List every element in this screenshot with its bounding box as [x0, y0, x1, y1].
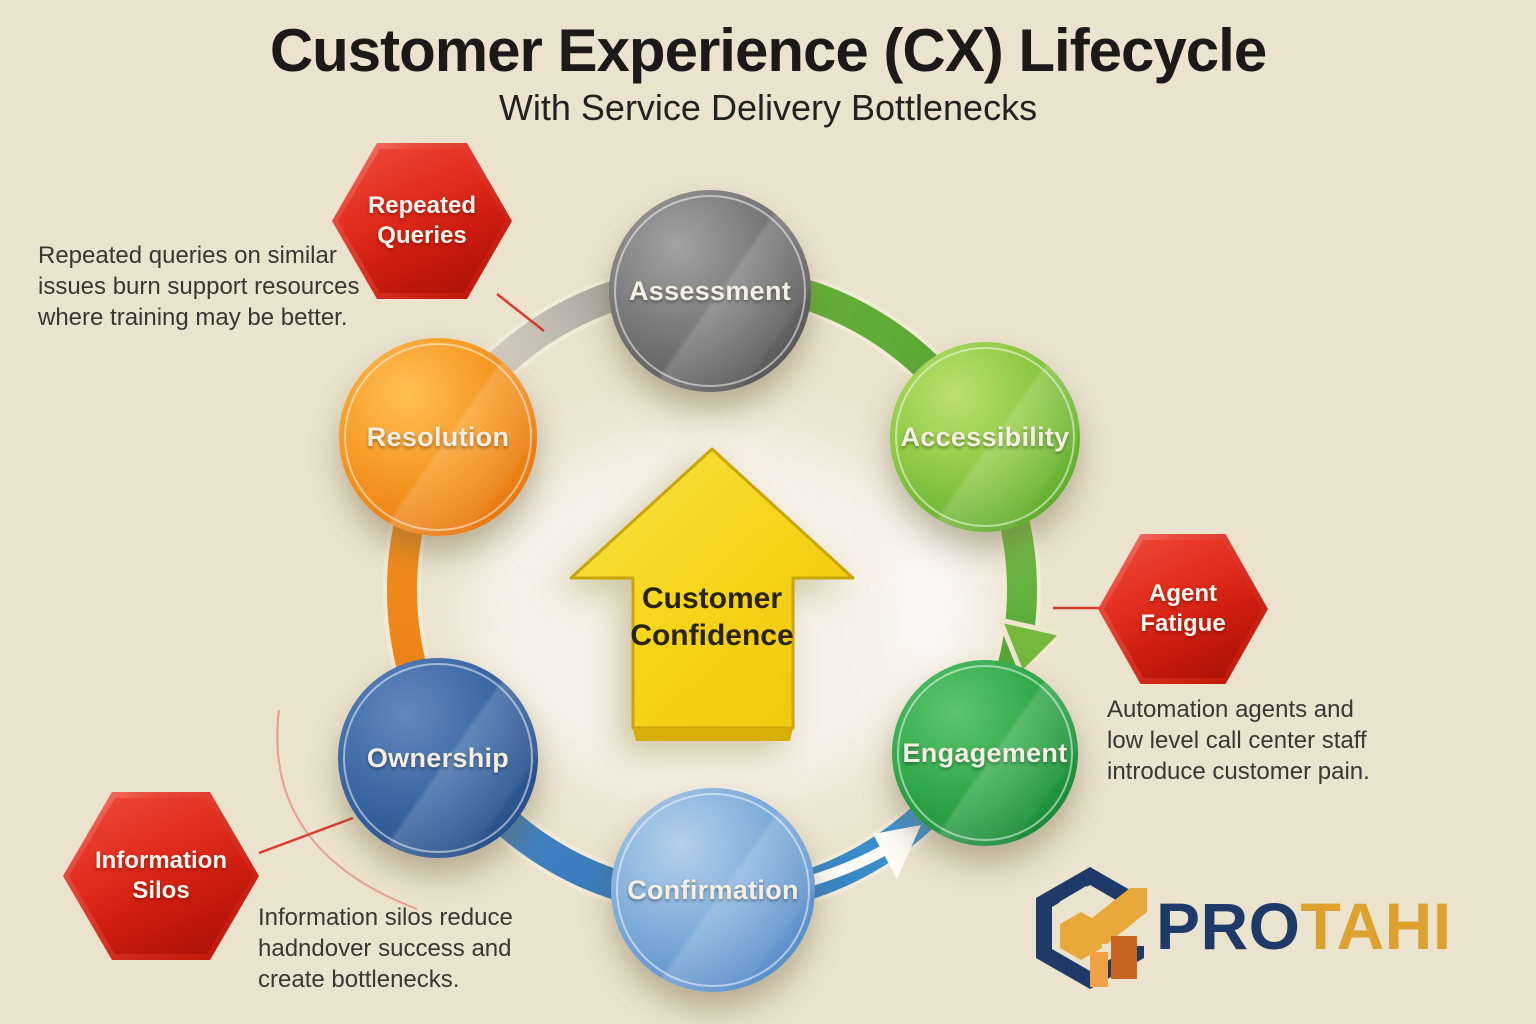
annotation-line: issues burn support resources [38, 273, 360, 300]
annotation-line: low level call center staff [1107, 727, 1367, 754]
annotation-line: introduce customer pain. [1107, 758, 1370, 785]
side-glow [895, 475, 995, 705]
hexagon-label-line: Repeated [367, 192, 477, 219]
hexagon-label-line: Fatigue [1140, 610, 1226, 637]
stage-label: Assessment [628, 275, 792, 306]
stage-engagement: Engagement [892, 660, 1078, 846]
hexagon-label-line: Silos [132, 877, 190, 904]
center-label-line: Confidence [630, 619, 794, 652]
annotation-line: hadndover success and [258, 935, 512, 962]
logo-gold-hexagon [1060, 912, 1102, 960]
logo-orange-square [1111, 936, 1137, 979]
stage-confirmation: Confirmation [611, 788, 815, 992]
annotation-information-silos: Information silos reduce hadndover succe… [258, 902, 558, 995]
hexagon-label: Information Silos [95, 846, 227, 906]
hexagon-label-line: Agent [1149, 580, 1217, 607]
annotation-repeated-queries: Repeated queries on similar issues burn … [38, 240, 398, 333]
connector-information-silos [258, 816, 354, 855]
annotation-line: where training may be better. [38, 304, 348, 331]
stage-label: Ownership [366, 742, 510, 773]
header: Customer Experience (CX) Lifecycle With … [0, 16, 1536, 129]
stage-label: Resolution [366, 421, 510, 452]
stage-label: Engagement [902, 737, 1068, 768]
logo-light-orange-rect [1090, 952, 1108, 987]
annotation-line: create bottlenecks. [258, 966, 460, 993]
stage-assessment: Assessment [609, 190, 811, 392]
stage-label: Accessibility [900, 421, 1070, 452]
annotation-line: Automation agents and [1107, 696, 1354, 723]
annotation-agent-fatigue: Automation agents and low level call cen… [1107, 694, 1427, 787]
stage-accessibility: Accessibility [890, 342, 1080, 532]
connector-arc [276, 709, 418, 910]
logo-edge-line [1059, 885, 1088, 905]
green-flow-arrow [997, 617, 1065, 677]
hexagon-label: Repeated Queries [368, 191, 476, 251]
protahi-logo-icon [1036, 867, 1149, 989]
hexagon-label: Agent Fatigue [1140, 579, 1225, 639]
stage-resolution: Resolution [339, 338, 537, 536]
wordmark-tahi: TAHI [1300, 889, 1452, 963]
hexagon-label-line: Queries [377, 222, 467, 249]
page-title: Customer Experience (CX) Lifecycle [269, 17, 1267, 84]
hexagon-label-line: Information [95, 847, 227, 874]
page-subtitle: With Service Delivery Bottlenecks [498, 87, 1038, 128]
protahi-wordmark: PROTAHI [1156, 888, 1452, 964]
bottleneck-repeated-queries: Repeated Queries [332, 143, 512, 299]
bottleneck-agent-fatigue: Agent Fatigue [1098, 534, 1268, 684]
annotation-line: Repeated queries on similar [38, 242, 337, 269]
wordmark-pro: PRO [1156, 889, 1301, 963]
customer-confidence-label: Customer Confidence [602, 580, 822, 654]
bottleneck-connectors [258, 293, 1100, 855]
customer-confidence-arrow [569, 447, 855, 741]
center-label-line: Customer [641, 582, 783, 615]
logo-gold-flag [1092, 888, 1147, 944]
stage-label: Confirmation [627, 874, 799, 905]
annotation-line: Information silos reduce [258, 904, 513, 931]
stage-ownership: Ownership [338, 658, 538, 858]
connector-repeated-queries [496, 293, 545, 332]
